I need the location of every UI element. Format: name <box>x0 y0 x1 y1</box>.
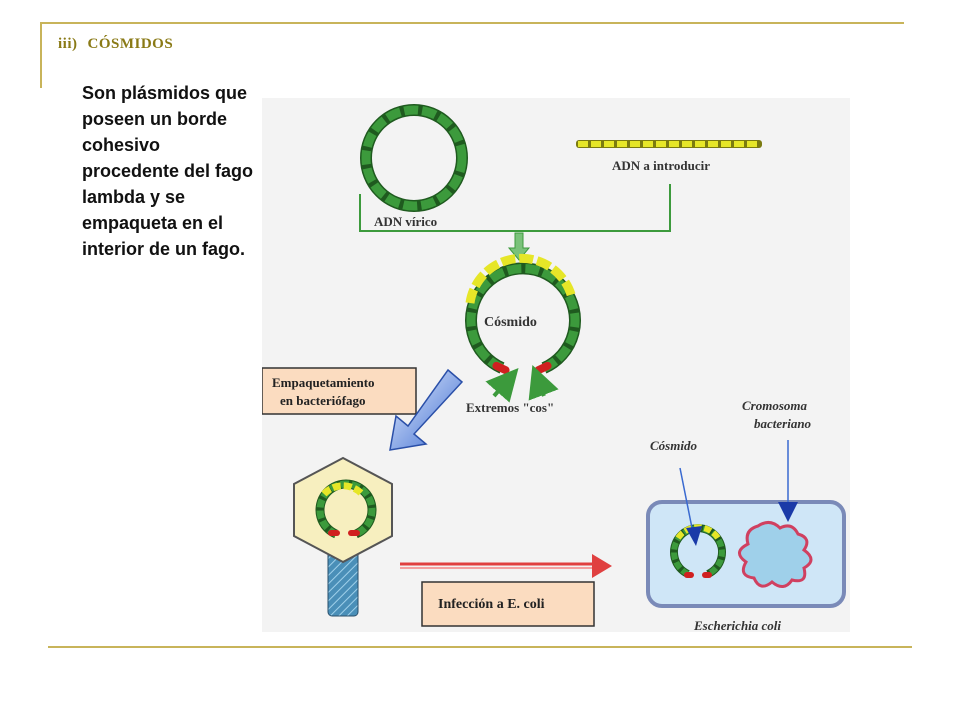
chromosome-label-line2: bacteriano <box>754 416 812 431</box>
bottom-rule <box>48 646 912 648</box>
left-rule <box>40 22 42 88</box>
join-bracket <box>359 184 671 232</box>
heading-number: iii) <box>58 36 78 52</box>
chromosome-callout-arrowhead <box>778 502 798 522</box>
infection-arrow <box>400 554 612 578</box>
cell-cosmid-label: Cósmido <box>650 438 697 453</box>
cos-arrow-left <box>485 367 519 403</box>
bacterial-chromosome <box>738 521 813 588</box>
packaging-arrow <box>389 368 464 451</box>
cos-ends-label: Extremos "cos" <box>466 400 554 415</box>
heading-title: CÓSMIDOS <box>87 36 174 52</box>
infection-label: Infección a E. coli <box>438 597 545 612</box>
bacteriophage <box>293 456 393 617</box>
cosmid-diagram: ADN vírico ADN a introducir Cósmido Extr… <box>262 98 850 632</box>
slide-heading: iii) CÓSMIDOS <box>58 36 173 53</box>
insert-dna-bar <box>576 140 762 148</box>
packaging-label-line2: en bacteriófago <box>280 393 366 408</box>
packaging-label-line1: Empaquetamiento <box>272 375 375 390</box>
top-rule <box>40 22 904 24</box>
cosmid-callout-arrowhead <box>686 526 702 546</box>
cos-arrow-right <box>528 365 559 401</box>
infection-box <box>421 581 595 627</box>
viral-dna-label: ADN vírico <box>374 214 437 229</box>
packaging-box <box>262 367 417 415</box>
description-text: Son plásmidos que poseen un borde cohesi… <box>82 83 254 259</box>
viral-dna-ring <box>360 104 468 212</box>
ecoli-label: Escherichia coli <box>693 618 781 632</box>
cosmid-callout-line <box>679 467 695 539</box>
cosmid-diagram-svg: ADN vírico ADN a introducir Cósmido Extr… <box>262 98 850 632</box>
insert-dna-label: ADN a introducir <box>612 158 710 173</box>
chromosome-label-line1: Cromosoma <box>742 398 808 413</box>
cosmid-label: Cósmido <box>484 315 537 330</box>
